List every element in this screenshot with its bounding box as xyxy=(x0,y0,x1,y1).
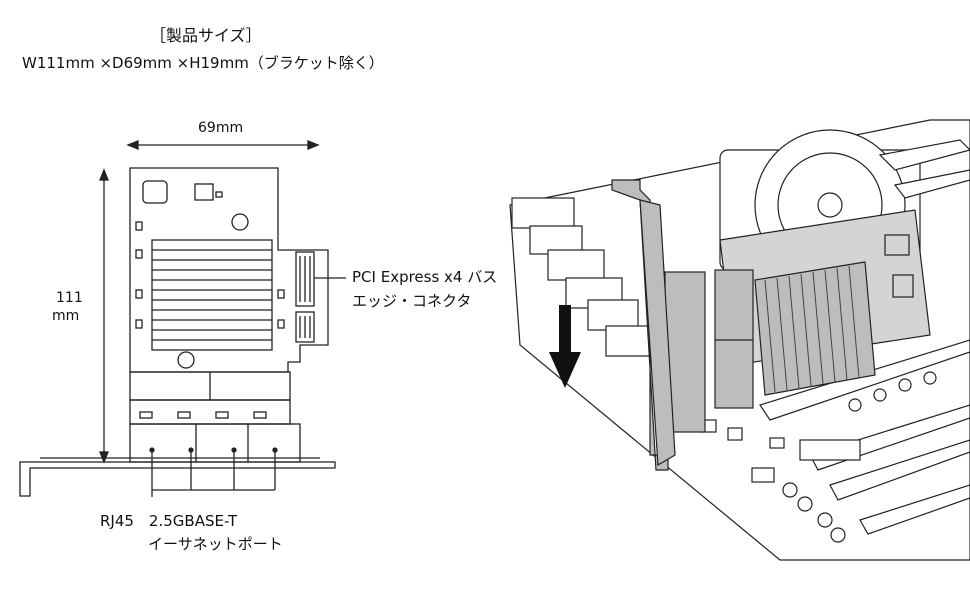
install-illustration xyxy=(509,119,970,561)
card-outline-drawing xyxy=(19,140,346,497)
width-label: 69mm xyxy=(198,120,244,136)
product-dimensions: W111mm ×D69mm ×H19mm（ブラケット除く） xyxy=(22,54,384,72)
nic-bracket xyxy=(611,179,676,471)
height-value: 111 xyxy=(56,290,83,306)
nic-card xyxy=(664,209,931,433)
connector-label-line2: エッジ・コネクタ xyxy=(352,292,472,310)
edge-connector xyxy=(295,251,315,343)
port-label: RJ45 2.5GBASE-T xyxy=(100,512,238,530)
height-unit: mm xyxy=(52,308,80,324)
page-title: ［製品サイズ］ xyxy=(150,26,262,45)
port-label-line2: イーサネットポート xyxy=(148,535,283,553)
bracket xyxy=(19,457,336,497)
connector-label: PCI Express x4 バス xyxy=(352,268,498,286)
heatsink xyxy=(151,239,273,351)
install-arrow-icon xyxy=(549,305,581,388)
